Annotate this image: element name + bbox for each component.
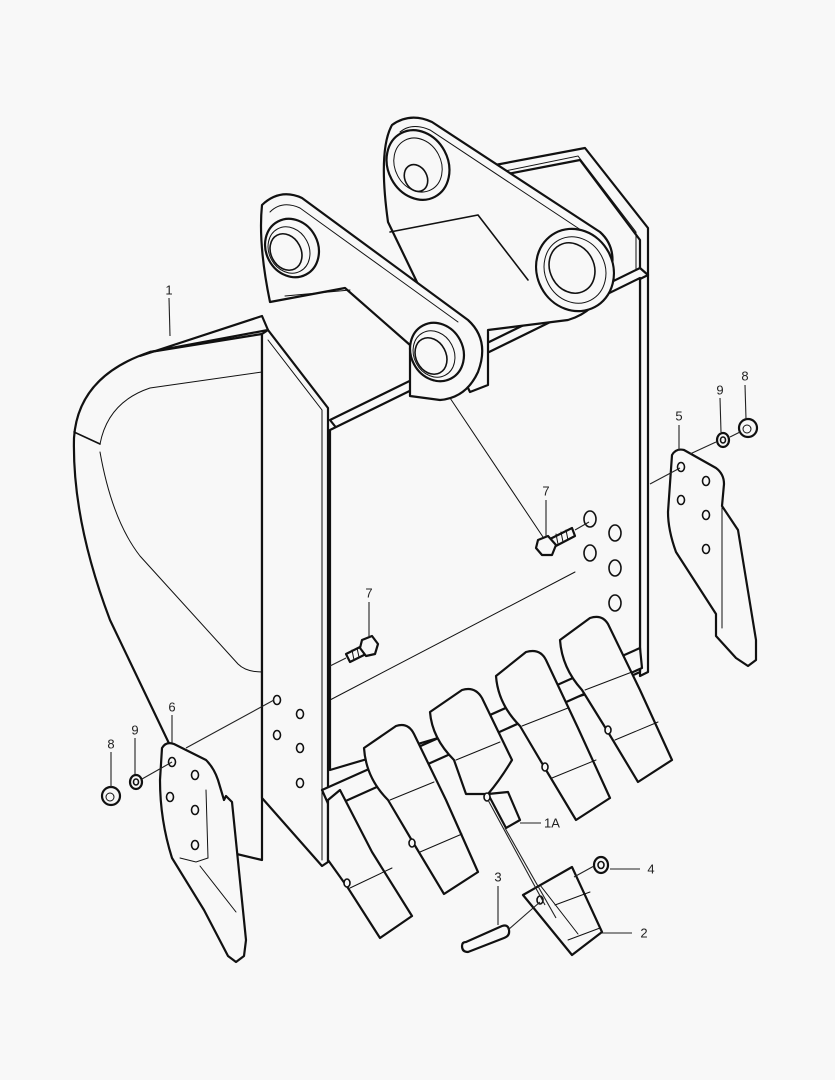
boss-upper-right xyxy=(385,129,451,201)
tooth-2 xyxy=(362,723,480,896)
callout-5: 5 xyxy=(675,408,683,424)
washer-lower xyxy=(128,773,144,791)
callout-8-upper: 8 xyxy=(741,368,749,384)
retaining-pin-part xyxy=(460,924,511,954)
callout-4: 4 xyxy=(647,861,655,877)
callout-9-lower: 9 xyxy=(131,722,139,738)
callout-8-lower: 8 xyxy=(107,736,115,752)
left-plate-bolt-holes xyxy=(272,694,305,789)
callout-2: 2 xyxy=(640,925,648,941)
tooth-tip-part xyxy=(521,865,604,957)
callout-3: 3 xyxy=(494,869,502,885)
callout-7-lower: 7 xyxy=(365,585,373,601)
tooth-1 xyxy=(326,788,414,940)
callout-7-upper: 7 xyxy=(542,483,550,499)
tooth-5 xyxy=(558,615,674,784)
tooth-4 xyxy=(494,649,612,822)
leader-lines xyxy=(110,297,747,934)
boss-lower-middle xyxy=(408,321,466,383)
teeth-row xyxy=(320,615,674,940)
boss-right xyxy=(534,227,616,313)
side-cutter-right-part xyxy=(666,448,758,668)
bolt-lower xyxy=(344,634,380,664)
tooth-3-adapter xyxy=(428,687,522,830)
lock-washer-part xyxy=(592,855,610,875)
boss-upper-left xyxy=(263,217,321,279)
nut-lower xyxy=(100,785,122,807)
washer-upper xyxy=(715,431,731,449)
callout-1: 1 xyxy=(165,282,173,298)
callout-6: 6 xyxy=(168,699,176,715)
callout-1a: 1A xyxy=(544,815,560,831)
nut-upper xyxy=(737,417,759,439)
callout-9-upper: 9 xyxy=(716,382,724,398)
right-panel-bolt-holes xyxy=(583,510,622,612)
mounting-brackets xyxy=(259,116,616,402)
bolt-upper xyxy=(534,526,577,557)
